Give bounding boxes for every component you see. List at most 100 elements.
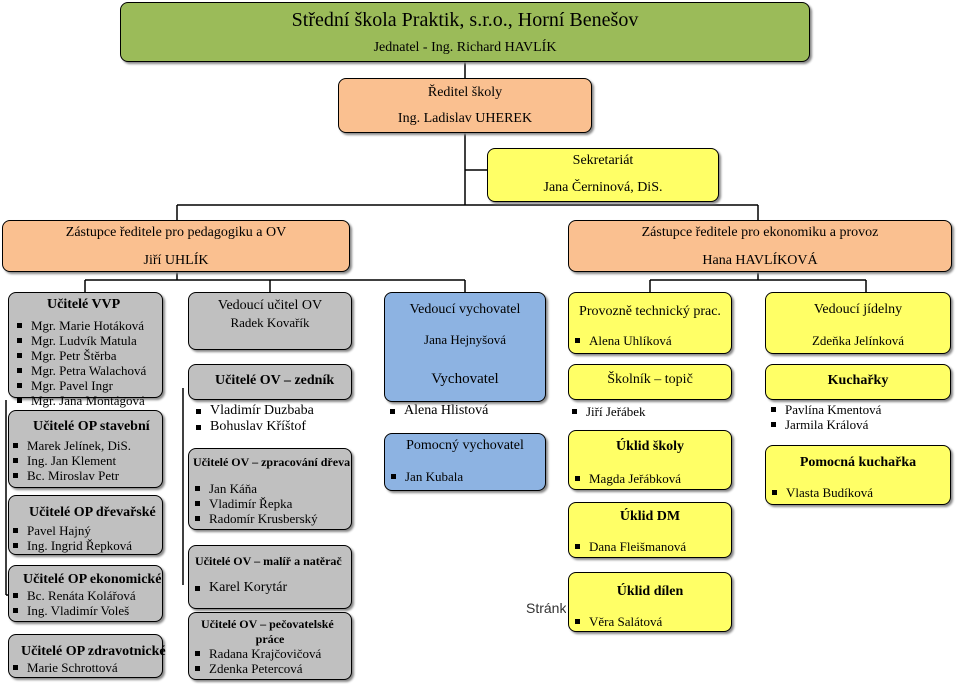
list-item: Mgr. Petr Štěrba xyxy=(13,348,146,363)
list-item: Jarmila Králová xyxy=(767,417,881,432)
list-item: Alena Hlistová xyxy=(386,403,488,419)
teachers-painter-box: Učitelé OV – malíř a natěrač Karel Koryt… xyxy=(188,545,352,609)
list-item: Bc. Renáta Kolářová xyxy=(9,588,136,603)
list-item: Zdenka Petercová xyxy=(191,661,321,676)
school-cleaning-list: Magda Jeřábková xyxy=(571,471,681,486)
secretariat-title: Sekretariát xyxy=(572,153,634,168)
list-item: Mgr. Petra Walachová xyxy=(13,363,146,378)
list-item: Mgr. Ludvík Matula xyxy=(13,333,146,348)
teachers-painter-title: Učitelé OV – malíř a natěrač xyxy=(195,554,342,568)
assistant-cook-list: Vlasta Budíková xyxy=(768,485,873,500)
teachers-care-title: Učitelé OV – pečovatelské xyxy=(201,617,334,631)
teachers-wood-list: Pavel Hajný Ing. Ingrid Řepková xyxy=(9,523,132,553)
teachers-bricklayer-label: Učitelé OV – zedník xyxy=(215,373,335,388)
secretariat-name: Jana Černinová, DiS. xyxy=(543,180,663,195)
technical-worker-box: Provozně technický prac. Alena Uhlíková xyxy=(568,292,732,354)
school-owner: Jednatel - Ing. Richard HAVLÍK xyxy=(373,40,557,55)
list-item: Bohuslav Kříštof xyxy=(192,419,314,435)
teachers-health-list: Marie Schrottová xyxy=(9,660,118,675)
list-item: Jan Kubala xyxy=(387,469,463,484)
teachers-vvp-list: Mgr. Marie Hotáková Mgr. Ludvík Matula M… xyxy=(13,318,146,408)
head-teacher-ov-title: Vedoucí učitel OV xyxy=(217,298,323,313)
assistant-cook-title: Pomocná kuchařka xyxy=(799,455,917,470)
list-item: Radomír Krusberský xyxy=(191,511,318,526)
teachers-bricklayer-title: Učitelé OV – zedník xyxy=(215,373,334,389)
deputy-economy-title: Zástupce ředitele pro ekonomiku a provoz xyxy=(641,225,879,240)
teachers-health-box: Učitelé OP zdravotnické Marie Schrottová xyxy=(8,634,166,678)
educator-list: Alena Hlistová xyxy=(386,403,488,419)
list-item: Dana Fleišmanová xyxy=(571,539,686,554)
head-educator-box: Vedoucí vychovatel Jana Hejnyšová Vychov… xyxy=(384,292,546,402)
secretariat-box: Sekretariát Jana Černinová, DiS. xyxy=(487,148,719,202)
janitor-box: Školník – topič xyxy=(568,364,732,400)
teachers-woodwork-list: Jan Káňa Vladimír Řepka Radomír Krusbers… xyxy=(191,481,318,526)
list-item: Ing. Ingrid Řepková xyxy=(9,538,132,553)
director-name: Ing. Ladislav UHEREK xyxy=(397,111,533,126)
list-item: Magda Jeřábková xyxy=(571,471,681,486)
head-teacher-ov-name: Radek Kovařík xyxy=(230,315,310,330)
technical-worker-title: Provozně technický prac. xyxy=(579,304,721,319)
assistant-educator-list: Jan Kubala xyxy=(387,469,463,484)
teachers-economics-title: Učitelé OP ekonomické xyxy=(23,572,162,587)
page-label: Stránka xyxy=(526,600,566,616)
workshop-cleaning-list: Věra Salátová xyxy=(571,614,662,629)
teachers-wood-title: Učitelé OP dřevařské xyxy=(29,505,156,520)
list-item: Pavlína Kmentová xyxy=(767,402,881,417)
deputy-pedagogy-title: Zástupce ředitele pro pedagogiku a OV xyxy=(65,225,287,240)
teachers-economics-list: Bc. Renáta Kolářová Ing. Vladimír Voleš xyxy=(9,588,136,618)
canteen-head-box: Vedoucí jídelny Zdeňka Jelínková xyxy=(765,292,951,354)
teachers-wood-box: Učitelé OP dřevařské Pavel Hajný Ing. In… xyxy=(8,495,163,555)
list-item: Vlasta Budíková xyxy=(768,485,873,500)
teachers-construction-list: Marek Jelínek, DiS. Ing. Jan Klement Bc.… xyxy=(9,438,131,483)
deputy-economy-box: Zástupce ředitele pro ekonomiku a provoz… xyxy=(568,220,952,272)
teachers-construction-box: Učitelé OP stavební Marek Jelínek, DiS. … xyxy=(8,410,163,488)
workshop-cleaning-box: Úklid dílen Věra Salátová xyxy=(568,572,732,632)
list-item: Věra Salátová xyxy=(571,614,662,629)
teachers-care-box: Učitelé OV – pečovatelské práce Radana K… xyxy=(188,612,352,680)
teachers-care-title-2: práce xyxy=(255,632,285,646)
canteen-head-name: Zdeňka Jelínková xyxy=(811,333,905,348)
list-item: Mgr. Marie Hotáková xyxy=(13,318,146,333)
deputy-pedagogy-box: Zástupce ředitele pro pedagogiku a OV Ji… xyxy=(2,220,350,272)
list-item: Mgr. Jana Montágová xyxy=(13,393,146,408)
assistant-cook-box: Pomocná kuchařka Vlasta Budíková xyxy=(765,445,951,505)
teachers-economics-box: Učitelé OP ekonomické Bc. Renáta Kolářov… xyxy=(8,565,163,622)
list-item: Bc. Miroslav Petr xyxy=(9,468,131,483)
teachers-woodwork-box: Učitelé OV – zpracování dřeva Jan Káňa V… xyxy=(188,448,352,530)
teachers-vvp-title: Učitelé VVP xyxy=(47,297,121,312)
workshop-cleaning-title: Úklid dílen xyxy=(616,584,684,599)
technical-worker-list: Alena Uhlíková xyxy=(571,333,672,348)
canteen-head-title: Vedoucí jídelny xyxy=(813,302,903,317)
list-item: Jiří Jeřábek xyxy=(568,404,646,419)
teachers-painter-list: Karel Korytár xyxy=(191,580,287,596)
janitor-title: Školník – topič xyxy=(607,372,693,387)
teachers-bricklayer-box: Učitelé OV – zedník xyxy=(188,364,352,400)
teachers-construction-title: Učitelé OP stavební xyxy=(33,419,150,434)
assistant-educator-title: Pomocný vychovatel xyxy=(406,438,524,453)
deputy-economy-name: Hana HAVLÍKOVÁ xyxy=(702,253,818,268)
head-teacher-ov-box: Vedoucí učitel OV Radek Kovařík xyxy=(188,292,352,350)
cooks-title: Kuchařky xyxy=(827,373,889,388)
deputy-pedagogy-name: Jiří UHLÍK xyxy=(143,253,209,268)
list-item: Jan Káňa xyxy=(191,481,318,496)
teachers-vvp-box: Učitelé VVP Mgr. Marie Hotáková Mgr. Lud… xyxy=(8,292,163,408)
dormitory-cleaning-list: Dana Fleišmanová xyxy=(571,539,686,554)
list-item: Ing. Jan Klement xyxy=(9,453,131,468)
dormitory-cleaning-box: Úklid DM Dana Fleišmanová xyxy=(568,502,732,558)
list-item: Vladimír Řepka xyxy=(191,496,318,511)
assistant-educator-box: Pomocný vychovatel Jan Kubala xyxy=(384,433,546,491)
educator-title: Vychovatel xyxy=(431,371,499,387)
list-item: Pavel Hajný xyxy=(9,523,132,538)
list-item: Mgr. Pavel Ingr xyxy=(13,378,146,393)
school-cleaning-title: Úklid školy xyxy=(615,439,685,454)
list-item: Alena Uhlíková xyxy=(571,333,672,348)
cooks-list: Pavlína Kmentová Jarmila Králová xyxy=(767,402,881,432)
school-box: Střední škola Praktik, s.r.o., Horní Ben… xyxy=(120,2,810,62)
dormitory-cleaning-title: Úklid DM xyxy=(619,509,681,524)
head-educator-name: Jana Hejnyšová xyxy=(424,332,506,347)
list-item: Marie Schrottová xyxy=(9,660,118,675)
list-item: Karel Korytár xyxy=(191,580,287,596)
teachers-health-title: Učitelé OP zdravotnické xyxy=(21,644,166,659)
list-item: Radana Krajčovičová xyxy=(191,646,321,661)
